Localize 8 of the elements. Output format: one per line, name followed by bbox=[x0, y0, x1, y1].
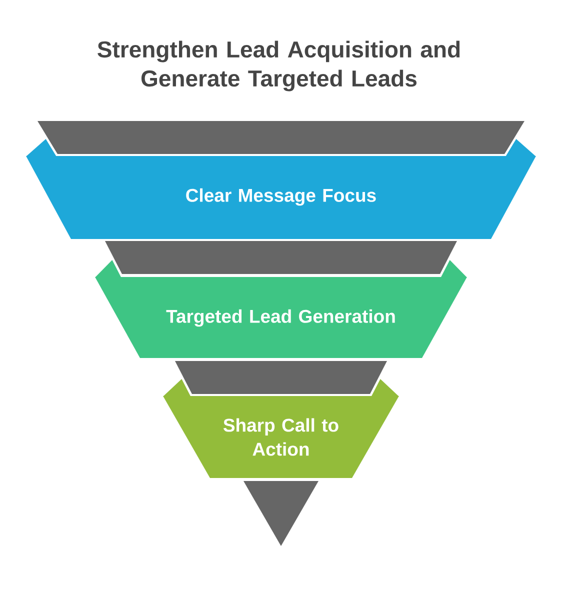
stage-band: Sharp Call to Action bbox=[163, 379, 399, 478]
funnel-segment bbox=[105, 241, 457, 274]
funnel-segment bbox=[38, 121, 524, 154]
funnel-tip bbox=[244, 481, 318, 546]
stage-band: Clear Message Focus bbox=[26, 139, 536, 239]
title: Strengthen Lead Acquisition and Generate Targeted Leads bbox=[98, 40, 460, 92]
funnel-segment bbox=[175, 361, 387, 394]
stage-band: Targeted Lead Generation bbox=[95, 260, 467, 358]
